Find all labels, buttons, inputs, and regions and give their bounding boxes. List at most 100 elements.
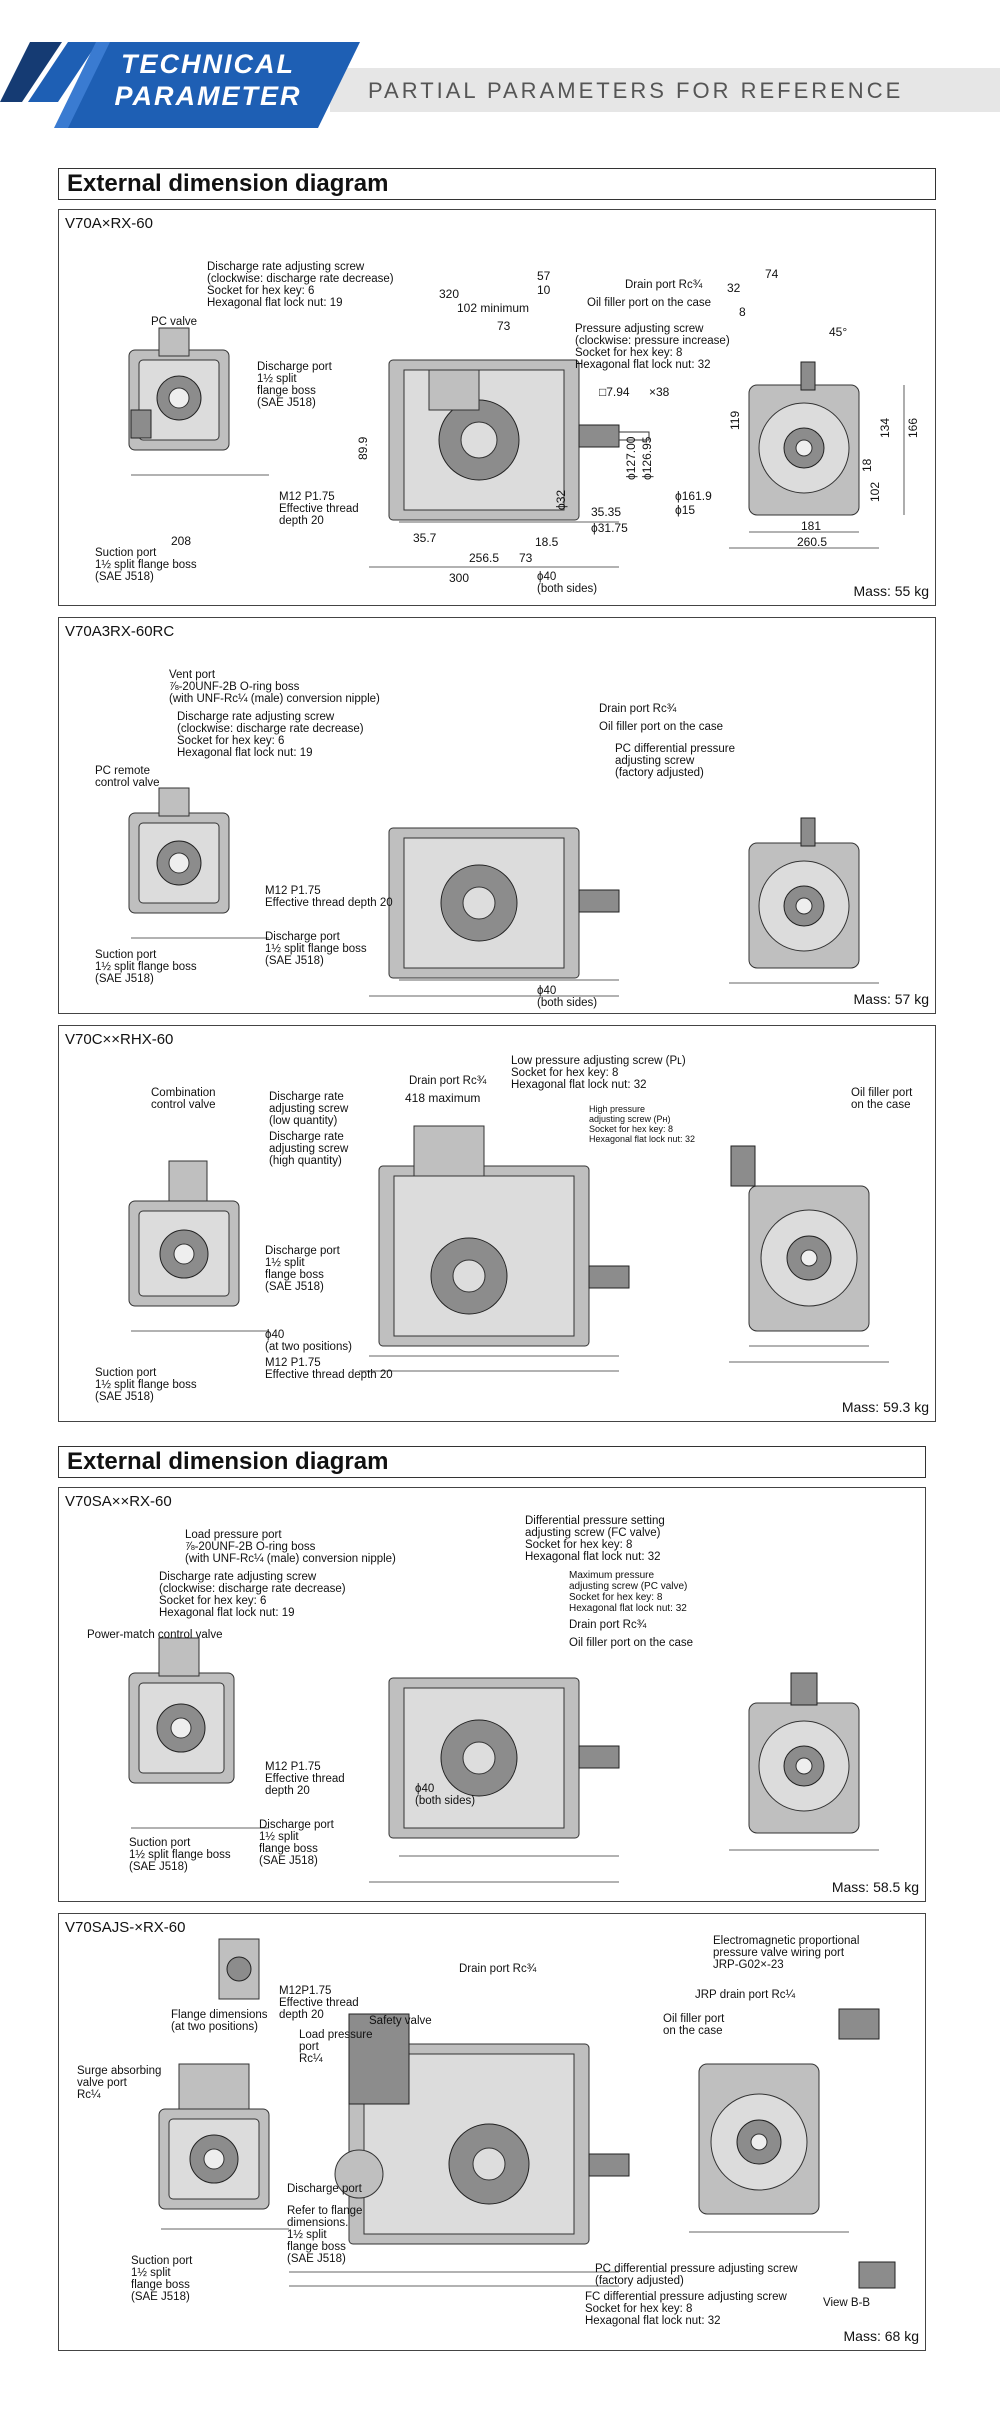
note: 1½ split flange boss [95, 559, 197, 571]
note: Discharge port [265, 1245, 341, 1257]
note: (low quantity) [269, 1115, 338, 1127]
note: control valve [151, 1099, 216, 1111]
note: (SAE J518) [259, 1855, 318, 1867]
panel-v70a3rx: V70A3RX-60RC Mass: 57 kg Ven [58, 617, 936, 1014]
note: Rc¼ [299, 2053, 323, 2065]
note: (clockwise: discharge rate decrease) [177, 723, 364, 735]
note: (factory adjusted) [615, 767, 704, 779]
subtitle-bar [330, 68, 1000, 112]
note: Low pressure adjusting screw (Pʟ) [511, 1055, 686, 1067]
note: PC differential pressure [615, 743, 735, 755]
note: M12 P1.75 [265, 885, 321, 897]
note: M12P1.75 [279, 1985, 331, 1997]
note: Hexagonal flat lock nut: 19 [207, 297, 343, 309]
dim: ϕ15 [675, 503, 695, 517]
note: M12 P1.75 [279, 491, 335, 503]
model-label: V70C××RHX-60 [65, 1031, 174, 1048]
note: 1½ split flange boss [265, 943, 367, 955]
dim: 32 [727, 281, 741, 295]
note: (SAE J518) [95, 1391, 154, 1403]
note: Load pressure port [185, 1529, 282, 1541]
dim: 74 [765, 267, 779, 281]
note: Drain port Rc¾ [625, 279, 703, 291]
note: Drain port Rc¾ [459, 1963, 537, 1975]
note: 1½ split flange boss [95, 961, 197, 973]
mass-label: Mass: 57 kg [853, 991, 929, 1007]
note: Rc¼ [77, 2089, 101, 2101]
note: High pressure [589, 1104, 645, 1114]
front-view [128, 1160, 269, 1332]
note: Discharge port [287, 2183, 363, 2195]
note: flange boss [287, 2241, 346, 2253]
note: Drain port Rc¾ [569, 1619, 647, 1631]
panel-v70arx: V70A×RX-60 Mass: 55 kg [58, 209, 936, 606]
note: Drain port Rc¾ [599, 703, 677, 715]
model-label: V70A×RX-60 [65, 215, 153, 232]
dim: 73 [497, 319, 511, 333]
note: Load pressure [299, 2029, 373, 2041]
note: (at two positions) [265, 1341, 352, 1353]
front-view [128, 787, 269, 939]
note: Vent port [169, 669, 216, 681]
note: Discharge rate adjusting screw [159, 1571, 317, 1583]
dim: ϕ126.95 [640, 436, 654, 480]
dim: 119 [728, 411, 742, 430]
dim: ϕ161.9 [675, 489, 712, 503]
side-view [359, 1125, 630, 1372]
note: Hexagonal flat lock nut: 32 [511, 1079, 647, 1091]
end-view [689, 2008, 880, 2233]
note: M12 P1.75 [265, 1357, 321, 1369]
note: Hexagonal flat lock nut: 32 [569, 1603, 687, 1614]
note: ϕ40 [537, 985, 556, 997]
mass-label: Mass: 58.5 kg [831, 1879, 919, 1895]
note: Oil filler port on the case [569, 1637, 693, 1649]
note: PC differential pressure adjusting screw [595, 2263, 798, 2275]
panel-v70sarx: V70SA××RX-60 Mass: 58.5 kg L [58, 1487, 926, 1902]
dim: 45° [829, 325, 847, 339]
note: adjusting screw (PC valve) [569, 1581, 687, 1592]
note: ⅞-20UNF-2B O-ring boss [185, 1541, 316, 1553]
dimension-drawing: Vent port ⅞-20UNF-2B O-ring boss (with U… [95, 669, 879, 1009]
banner-shape [0, 42, 360, 128]
note: adjusting screw [269, 1143, 349, 1155]
section-title: External dimension diagram [58, 168, 936, 200]
note: M12 P1.75 [265, 1761, 321, 1773]
dim: 260.5 [797, 535, 827, 549]
dim: 8 [739, 305, 746, 319]
note: adjusting screw [269, 1103, 349, 1115]
dim: 166 [906, 418, 920, 438]
note: Discharge port [265, 931, 341, 943]
note: Socket for hex key: 6 [207, 285, 314, 297]
note: Oil filler port [851, 1087, 913, 1099]
note: dimensions. [287, 2217, 348, 2229]
front-view [128, 1637, 269, 1829]
note: JRP-G02×-23 [713, 1959, 784, 1971]
note: Refer to flange [287, 2205, 362, 2217]
model-label: V70SAJS-×RX-60 [65, 1919, 186, 1936]
note: on the case [851, 1099, 910, 1111]
note: View B-B [823, 2297, 870, 2309]
dim: ×38 [649, 385, 670, 399]
note: (SAE J518) [287, 2253, 346, 2265]
note: flange boss [257, 385, 316, 397]
model-label: V70A3RX-60RC [65, 623, 175, 640]
note: adjusting screw (FC valve) [525, 1527, 661, 1539]
dim: □7.94 [599, 385, 630, 399]
dimension-drawing: Load pressure port ⅞-20UNF-2B O-ring bos… [87, 1515, 879, 1883]
note: Socket for hex key: 8 [585, 2303, 692, 2315]
note: Oil filler port on the case [599, 721, 723, 733]
note: (with UNF-Rc¼ (male) conversion nipple) [169, 693, 380, 705]
note: depth 20 [279, 2009, 324, 2021]
note: (SAE J518) [131, 2291, 190, 2303]
note: Oil filler port [663, 2013, 725, 2025]
note: port [299, 2041, 320, 2053]
note: Socket for hex key: 8 [525, 1539, 632, 1551]
dim: ϕ127.00 [624, 436, 638, 480]
note: 1½ split [265, 1257, 305, 1269]
view-bb [858, 2261, 896, 2289]
note: (at two positions) [171, 2021, 258, 2033]
dim: 18 [860, 458, 874, 472]
note: Hexagonal flat lock nut: 32 [585, 2315, 721, 2327]
dim: 320 [439, 287, 459, 301]
panel-v70crhx: V70C××RHX-60 Mass: 59.3 kg [58, 1025, 936, 1422]
